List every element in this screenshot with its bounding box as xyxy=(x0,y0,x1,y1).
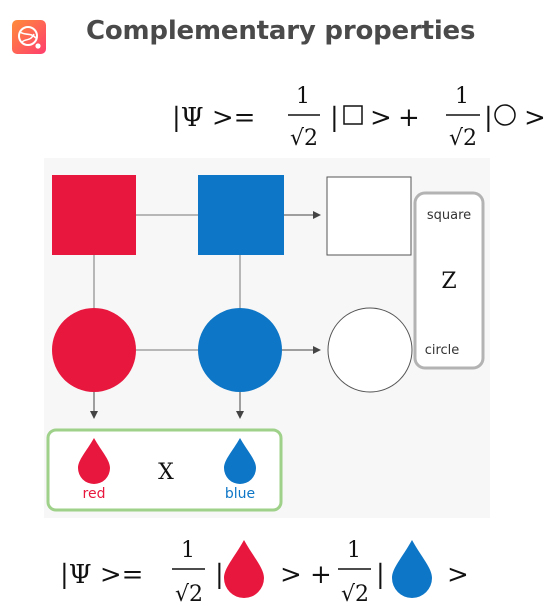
red-square xyxy=(52,175,136,255)
z-box-z-label: Z xyxy=(441,269,456,294)
eq-top-ket-open-2: | xyxy=(484,103,493,133)
eq-blue-drop-icon xyxy=(392,540,432,598)
eq-top-ket-open-1: | xyxy=(330,103,339,133)
white-square xyxy=(326,176,412,256)
equation-top: |Ψ >= 1 √2 | > + 1 √2 | > xyxy=(172,84,546,151)
x-box-x-label: X xyxy=(158,460,174,485)
circle-outline-icon xyxy=(494,104,516,126)
blue-circle xyxy=(198,308,282,392)
z-box-square-label: square xyxy=(427,208,471,223)
eq-top-denominator-1: √2 xyxy=(290,126,318,151)
z-property-box xyxy=(413,191,485,370)
red-drop-icon xyxy=(78,438,110,484)
eq-bottom-ket-close-1: > xyxy=(280,560,302,590)
red-circle xyxy=(52,308,136,392)
z-box-circle-label: circle xyxy=(425,343,460,358)
eq-red-drop-icon xyxy=(224,540,264,598)
eq-top-plus: + xyxy=(398,103,420,133)
eq-bottom-ket-open-1: | xyxy=(215,560,224,590)
eq-bottom-numerator-2: 1 xyxy=(347,538,361,563)
x-property-box xyxy=(46,428,283,512)
blue-drop-icon xyxy=(224,438,256,484)
eq-bottom-ket-close-2: > xyxy=(447,560,469,590)
eq-bottom-lhs: |Ψ >= xyxy=(60,560,143,590)
white-circle xyxy=(327,307,413,393)
blue-square xyxy=(198,175,284,255)
eq-bottom-denominator-1: √2 xyxy=(175,582,203,606)
eq-top-numerator-2: 1 xyxy=(455,84,469,109)
eq-top-denominator-2: √2 xyxy=(449,126,477,151)
app-logo-icon xyxy=(12,20,46,54)
eq-top-ket-close-1: > xyxy=(370,103,392,133)
x-box-red-label: red xyxy=(83,486,106,502)
eq-top-lhs: |Ψ >= xyxy=(172,103,255,133)
eq-bottom-ket-open-2: | xyxy=(376,560,385,590)
eq-bottom-denominator-2: √2 xyxy=(341,582,369,606)
eq-top-ket-close-2: > xyxy=(524,103,546,133)
x-box-blue-label: blue xyxy=(225,486,255,502)
eq-bottom-numerator-1: 1 xyxy=(181,538,195,563)
eq-top-numerator-1: 1 xyxy=(296,84,310,109)
square-outline-icon xyxy=(343,105,363,125)
eq-bottom-plus: + xyxy=(310,560,332,590)
page-title: Complementary properties xyxy=(86,16,476,46)
equation-bottom: |Ψ >= 1 √2 | > + 1 √2 | > xyxy=(60,538,469,606)
